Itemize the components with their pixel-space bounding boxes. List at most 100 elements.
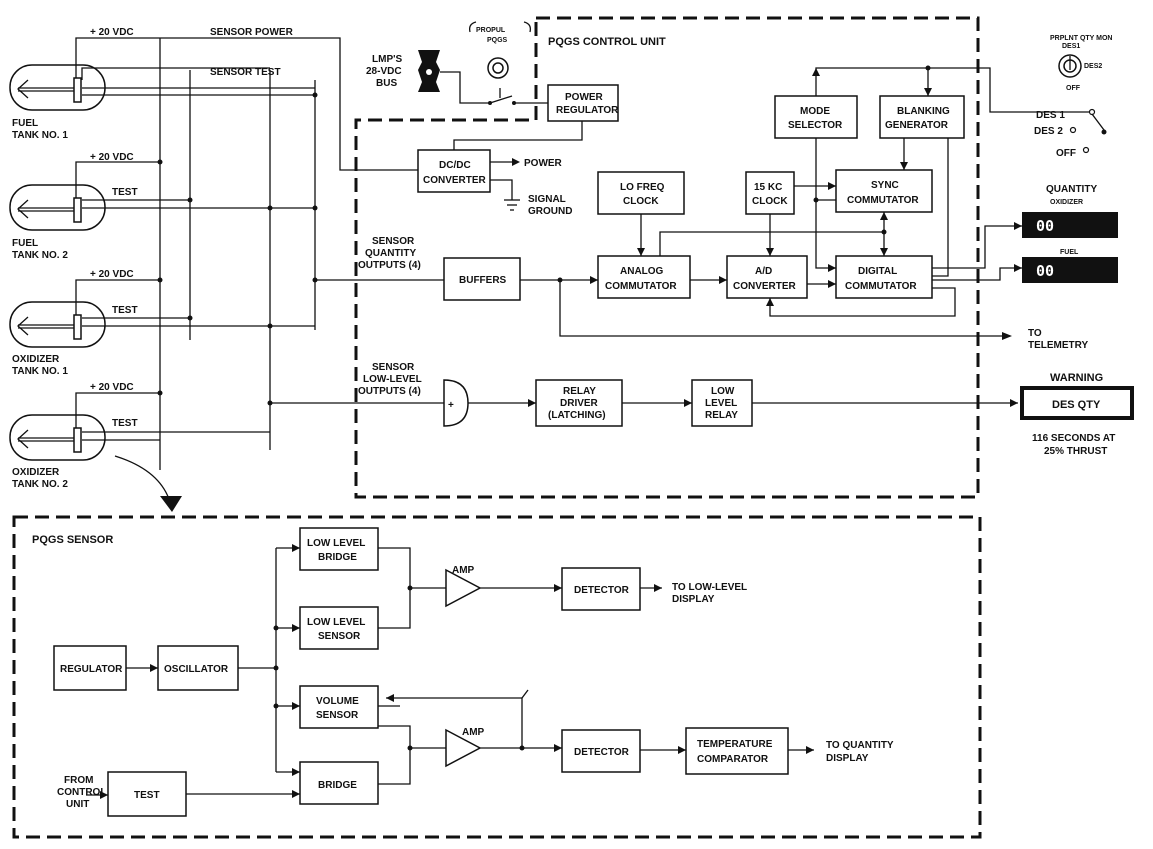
digital-label-a: DIGITAL (858, 266, 897, 277)
temp-comparator-label-a: TEMPERATURE (697, 739, 773, 750)
mode-selector-label-b: SELECTOR (788, 120, 843, 131)
from-control-unit-b: CONTROL (57, 787, 106, 798)
oxidizer-display-label: OXIDIZER (1050, 199, 1083, 206)
to-low-level-display-a: TO LOW-LEVEL (672, 582, 747, 593)
mode-selector-label-a: MODE (800, 106, 830, 117)
power-regulator-label-a: POWER (565, 92, 604, 103)
switch-off-small: OFF (1066, 85, 1081, 92)
buffers-label: BUFFERS (459, 275, 507, 286)
sync-label-b: COMMUTATOR (847, 195, 919, 206)
ad-label-a: A/D (755, 266, 772, 277)
tank-fuel-2: FUEL TANK NO. 2 (9, 184, 106, 261)
to-low-level-display-b: DISPLAY (672, 594, 715, 605)
volume-sensor-label-b: SENSOR (316, 710, 359, 721)
power-regulator-box (547, 84, 619, 122)
test-label-1: TEST (112, 187, 138, 198)
to-quantity-display-b: DISPLAY (826, 753, 869, 764)
switch-title: PRPLNT QTY MON (1050, 35, 1112, 42)
plus20vdc-label-4: + 20 VDC (90, 382, 134, 393)
buffers-box (443, 257, 521, 301)
telemetry-label-a: TO (1028, 328, 1042, 339)
bridge-box (299, 761, 379, 805)
switch-des1-small: DES1 (1062, 43, 1080, 50)
des-qty-warning-light (1020, 386, 1134, 420)
clock-15kc-box (745, 171, 795, 215)
from-control-unit-a: FROM (64, 775, 93, 786)
low-level-sensor-label-a: LOW LEVEL (307, 617, 365, 628)
pqgs-small-label: PQGS (487, 37, 508, 44)
warning-label: WARNING (1050, 372, 1103, 384)
signal-ground-label-b: GROUND (528, 206, 572, 217)
digital-label-b: COMMUTATOR (845, 281, 917, 292)
low-level-bridge-label-a: LOW LEVEL (307, 538, 365, 549)
sensor-low-level-outputs-c: OUTPUTS (4) (358, 386, 421, 397)
oscillator-box (157, 645, 239, 691)
warning-note-a: 116 SECONDS AT (1032, 433, 1115, 444)
quantity-label: QUANTITY (1046, 184, 1097, 195)
relay-driver-label-b: DRIVER (560, 398, 599, 409)
volume-sensor-box (299, 685, 379, 729)
lo-freq-clock-label-a: LO FREQ (620, 182, 665, 193)
low-level-relay-label-a: LOW (711, 386, 735, 397)
tank-oxidizer-1-label-b: TANK NO. 1 (12, 366, 68, 377)
detector-bottom-label: DETECTOR (574, 747, 630, 758)
low-level-bridge-label-b: BRIDGE (318, 552, 357, 563)
propellant-quantity-monitor-switch: PRPLNT QTY MON DES1 DES2 OFF (1050, 35, 1112, 92)
power-regulator-label-b: REGULATOR (556, 105, 619, 116)
lo-freq-clock-box (597, 171, 685, 215)
relay-driver-label-c: (LATCHING) (548, 410, 606, 421)
des-qty-label: DES QTY (1052, 399, 1101, 411)
low-level-bridge-box (299, 527, 379, 571)
des1-label: DES 1 (1036, 110, 1065, 121)
test-box (107, 771, 187, 817)
off-label: OFF (1056, 148, 1076, 159)
dcdc-label-a: DC/DC (439, 160, 471, 171)
or-gate-plus: + (448, 400, 454, 411)
mode-selector-box (774, 95, 858, 139)
sensor-low-level-outputs-b: LOW-LEVEL (363, 374, 422, 385)
lmp-bus-label-c: BUS (376, 78, 397, 89)
clock-15kc-label-a: 15 KC (754, 182, 782, 193)
low-level-sensor-box (299, 606, 379, 650)
blanking-label-b: GENERATOR (885, 120, 949, 131)
bridge-label: BRIDGE (318, 780, 357, 791)
lo-freq-clock-label-b: CLOCK (623, 196, 659, 207)
control-unit-wiring (520, 65, 1092, 340)
telemetry-label-b: TELEMETRY (1028, 340, 1089, 351)
low-level-relay-label-b: LEVEL (705, 398, 737, 409)
switch-des2-small: DES2 (1084, 63, 1102, 70)
blanking-generator-box (879, 95, 965, 139)
relay-driver-label-a: RELAY (563, 386, 596, 397)
signal-ground-label-a: SIGNAL (528, 194, 566, 205)
oxidizer-display (1022, 212, 1118, 238)
lmp-bus-label-b: 28-VDC (366, 66, 402, 77)
sensor-low-level-outputs-a: SENSOR (372, 362, 415, 373)
dcdc-converter-box (417, 149, 491, 193)
left-wiring (75, 37, 444, 470)
lmp-bus-label-a: LMP'S (372, 54, 402, 65)
control-unit-enclosure (354, 16, 980, 499)
amp-top-triangle (445, 568, 482, 608)
clock-15kc-label-b: CLOCK (752, 196, 788, 207)
plus20vdc-label-3: + 20 VDC (90, 269, 134, 280)
control-unit-title: PQGS CONTROL UNIT (548, 36, 666, 48)
test-label-3: TEST (112, 418, 138, 429)
analog-label-b: COMMUTATOR (605, 281, 677, 292)
detector-top-label: DETECTOR (574, 585, 630, 596)
propul-breaker: PROPUL PQGS (440, 21, 548, 105)
plus20vdc-label-1: + 20 VDC (90, 27, 134, 38)
sensor-quantity-outputs-c: OUTPUTS (4) (358, 260, 421, 271)
tank-fuel-1-label-b: TANK NO. 1 (12, 130, 68, 141)
tank-oxidizer-2-label-b: TANK NO. 2 (12, 479, 68, 490)
regulator-label: REGULATOR (60, 664, 123, 675)
sensor-title: PQGS SENSOR (32, 534, 113, 546)
regulator-box (53, 645, 127, 691)
plus20vdc-label-2: + 20 VDC (90, 152, 134, 163)
temperature-comparator-box (685, 727, 789, 775)
oscillator-label: OSCILLATOR (164, 664, 229, 675)
tank-fuel-2-label-b: TANK NO. 2 (12, 250, 68, 261)
test-box-label: TEST (134, 790, 160, 801)
tank-fuel-2-label-a: FUEL (12, 238, 38, 249)
to-quantity-display-a: TO QUANTITY (826, 740, 894, 751)
